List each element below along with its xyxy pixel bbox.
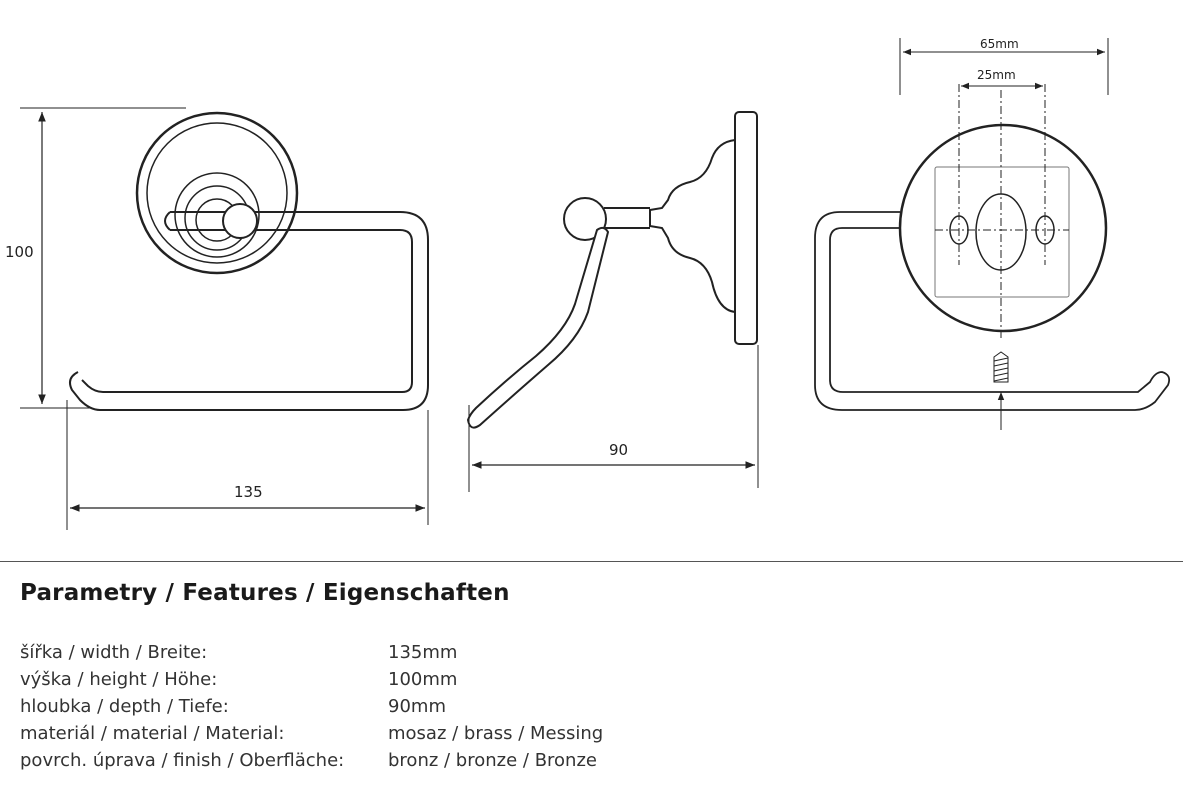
- feature-label: výška / height / Höhe:: [20, 669, 218, 690]
- feature-value: 135mm: [388, 642, 458, 663]
- feature-value: 100mm: [388, 669, 458, 690]
- side-view: [466, 111, 759, 492]
- front-view: [20, 107, 429, 530]
- feature-value: 90mm: [388, 696, 446, 717]
- section-divider: [0, 561, 1183, 562]
- technical-drawing: 100 135 90: [5, 37, 1171, 530]
- depth-dimension-label: 90: [609, 441, 628, 459]
- feature-value: bronz / bronze / Bronze: [388, 750, 597, 771]
- screw-icon: [993, 351, 1009, 383]
- feature-label: hloubka / depth / Tiefe:: [20, 696, 229, 717]
- width-dimension-label: 135: [234, 483, 263, 501]
- feature-label: povrch. úprava / finish / Oberfläche:: [20, 750, 345, 771]
- mount-view: [814, 38, 1171, 430]
- outer-spacing-label: 65mm: [980, 37, 1019, 51]
- feature-value: mosaz / brass / Messing: [388, 723, 604, 744]
- features-title: Parametry / Features / Eigenschaften: [20, 580, 510, 606]
- hole-spacing-label: 25mm: [977, 68, 1016, 82]
- height-dimension-label: 100: [5, 243, 34, 261]
- feature-label: šířka / width / Breite:: [20, 642, 208, 663]
- feature-label: materiál / material / Material:: [20, 723, 285, 744]
